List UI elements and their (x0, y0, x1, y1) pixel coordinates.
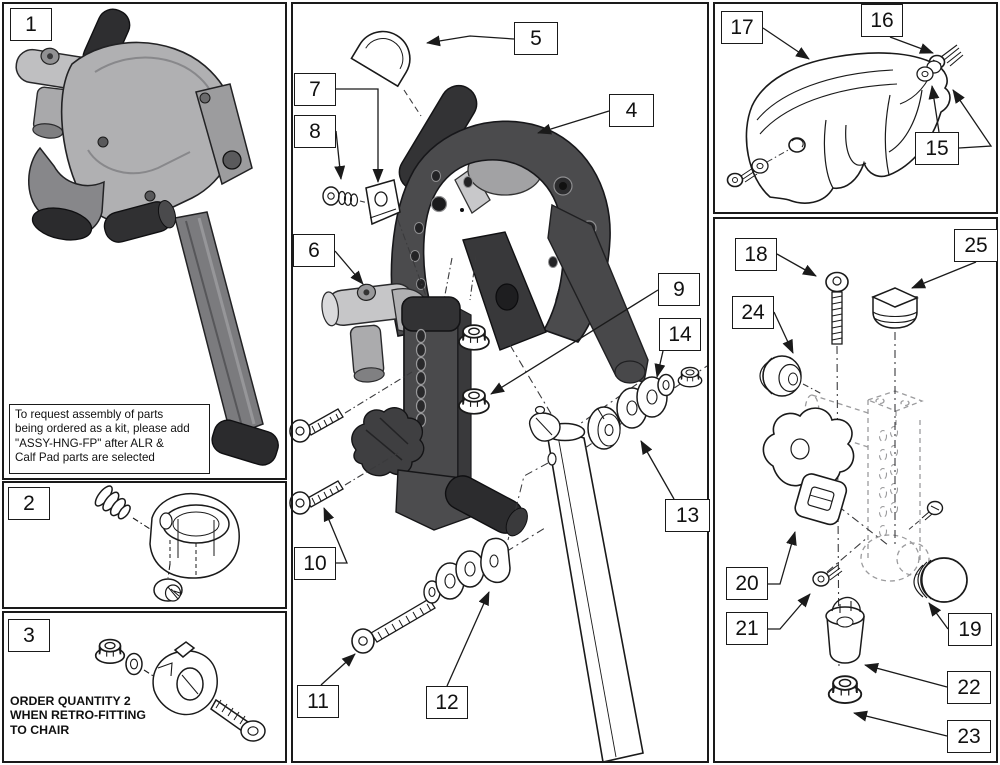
part-22 (825, 596, 865, 664)
screw-10a (289, 371, 413, 443)
callout-17: 17 (721, 11, 763, 44)
callout-10: 10 (294, 547, 336, 580)
knob-20 (762, 407, 855, 526)
cap-19 (913, 557, 968, 603)
callout-16: 16 (861, 4, 903, 37)
knob-24 (759, 355, 802, 397)
callout-8: 8 (294, 115, 336, 148)
panel-exploded-hanger (291, 2, 709, 763)
callout-9: 9 (658, 273, 700, 306)
callout-2: 2 (8, 487, 50, 520)
callout-22: 22 (947, 671, 991, 704)
callout-5: 5 (514, 22, 558, 55)
callout-11: 11 (297, 685, 339, 718)
panel-retro-fit-clamp (2, 611, 287, 763)
screw-18 (825, 271, 849, 345)
callout-19: 19 (948, 613, 992, 646)
callout-25: 25 (954, 229, 998, 262)
callout-3: 3 (8, 619, 50, 652)
callout-24: 24 (732, 296, 774, 329)
kit-order-note: To request assembly of parts being order… (9, 404, 210, 474)
cap-25 (871, 287, 919, 329)
callout-4: 4 (609, 94, 654, 127)
footrest-tube-and-washers-13-14 (507, 344, 708, 763)
callout-14: 14 (659, 318, 701, 351)
retro-fit-quantity-note: ORDER QUANTITY 2 WHEN RETRO-FITTING TO C… (10, 694, 146, 737)
screw-21b (906, 500, 944, 532)
callout-6: 6 (293, 234, 335, 267)
calf-pad-17-and-hardware-15-16 (726, 44, 964, 204)
part-4-hanger-bracket (390, 84, 649, 384)
panel-extension-hardware (713, 217, 998, 763)
part-3-retro-fit-clamp (94, 638, 266, 742)
part-5-rubber-cap (350, 30, 422, 117)
screw-21 (812, 564, 843, 587)
part-6-pivot-clamp-and-channel (321, 282, 528, 537)
panel-clamp-collar (2, 481, 287, 609)
callout-12: 12 (426, 686, 468, 719)
callout-18: 18 (735, 238, 777, 271)
callout-15: 15 (915, 132, 959, 165)
screw-10b (289, 452, 399, 515)
callout-21: 21 (726, 612, 768, 645)
parts-18-25 (759, 271, 968, 704)
screw-16b-washer (726, 148, 791, 188)
callout-23: 23 (947, 720, 991, 753)
washers-15 (916, 60, 942, 82)
part-7-8-plate-and-screw (322, 179, 427, 297)
callout-7: 7 (294, 73, 336, 106)
fasteners-9-10-11-12 (289, 324, 546, 654)
part-1-hanger-assembly (15, 8, 279, 466)
callout-13: 13 (665, 499, 710, 532)
panel-calf-pad (713, 2, 998, 214)
part-2-clamp-collar (94, 485, 240, 602)
panel-hanger-assembly (2, 2, 287, 480)
callout-20: 20 (726, 567, 768, 600)
leader-lines (320, 27, 993, 737)
screw-11-and-washers-12 (351, 527, 546, 654)
callout-1: 1 (10, 8, 52, 41)
